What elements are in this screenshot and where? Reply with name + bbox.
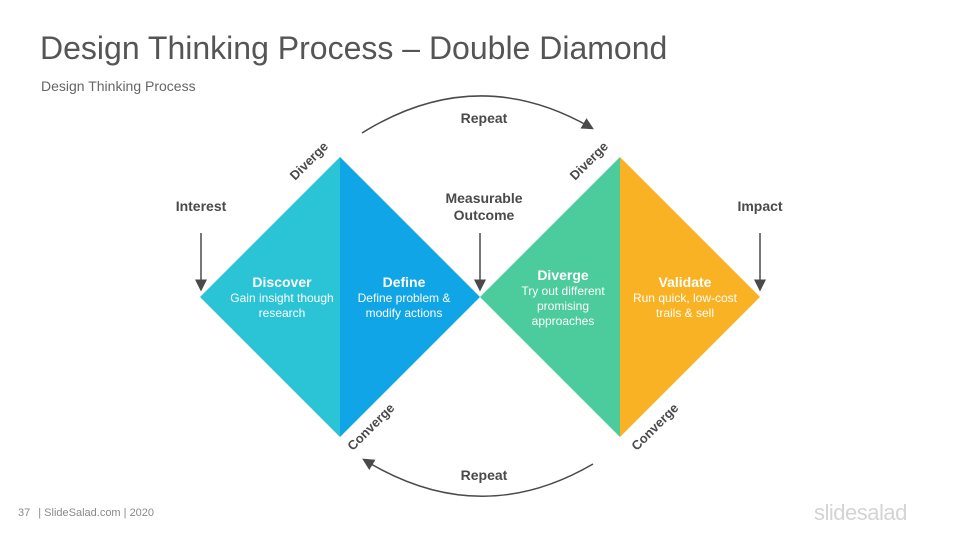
- repeat-bottom-arrow: [362, 458, 594, 497]
- discover-quadrant: [200, 157, 340, 437]
- validate-quadrant: [620, 157, 760, 437]
- diverge-text-line2: promising: [537, 299, 589, 313]
- discover-heading: Discover: [252, 274, 312, 290]
- footer-credit: | SlideSalad.com | 2020: [38, 507, 155, 519]
- impact-label: Impact: [737, 198, 782, 214]
- footer: 37 | SlideSalad.com | 2020: [18, 507, 154, 519]
- define-text-line1: Define problem &: [358, 291, 451, 305]
- measurable-outcome-label-line1: Measurable: [445, 190, 522, 206]
- repeat-top-label: Repeat: [461, 110, 508, 126]
- define-heading: Define: [383, 274, 426, 290]
- repeat-bottom-label: Repeat: [461, 467, 508, 483]
- brand-logo: slidesalad: [814, 500, 907, 525]
- diverge-text-line3: approaches: [532, 314, 595, 328]
- validate-heading: Validate: [659, 274, 712, 290]
- page-title: Design Thinking Process – Double Diamond: [40, 30, 668, 66]
- diverge-heading: Diverge: [537, 267, 589, 283]
- page-number: 37: [18, 507, 31, 519]
- define-quadrant: [340, 157, 480, 437]
- page-subtitle: Design Thinking Process: [41, 78, 196, 94]
- repeat-top-arrow: [361, 95, 594, 134]
- diverge-text-line1: Try out different: [521, 284, 605, 298]
- validate-text-line1: Run quick, low-cost: [633, 291, 738, 305]
- interest-label: Interest: [176, 198, 227, 214]
- diverge-quadrant: [480, 157, 620, 437]
- discover-text-line1: Gain insight though: [230, 291, 333, 305]
- validate-text-line2: trails & sell: [656, 306, 714, 320]
- measurable-outcome-label-line2: Outcome: [454, 207, 515, 223]
- define-text-line2: modify actions: [366, 306, 443, 320]
- discover-text-line2: research: [259, 306, 306, 320]
